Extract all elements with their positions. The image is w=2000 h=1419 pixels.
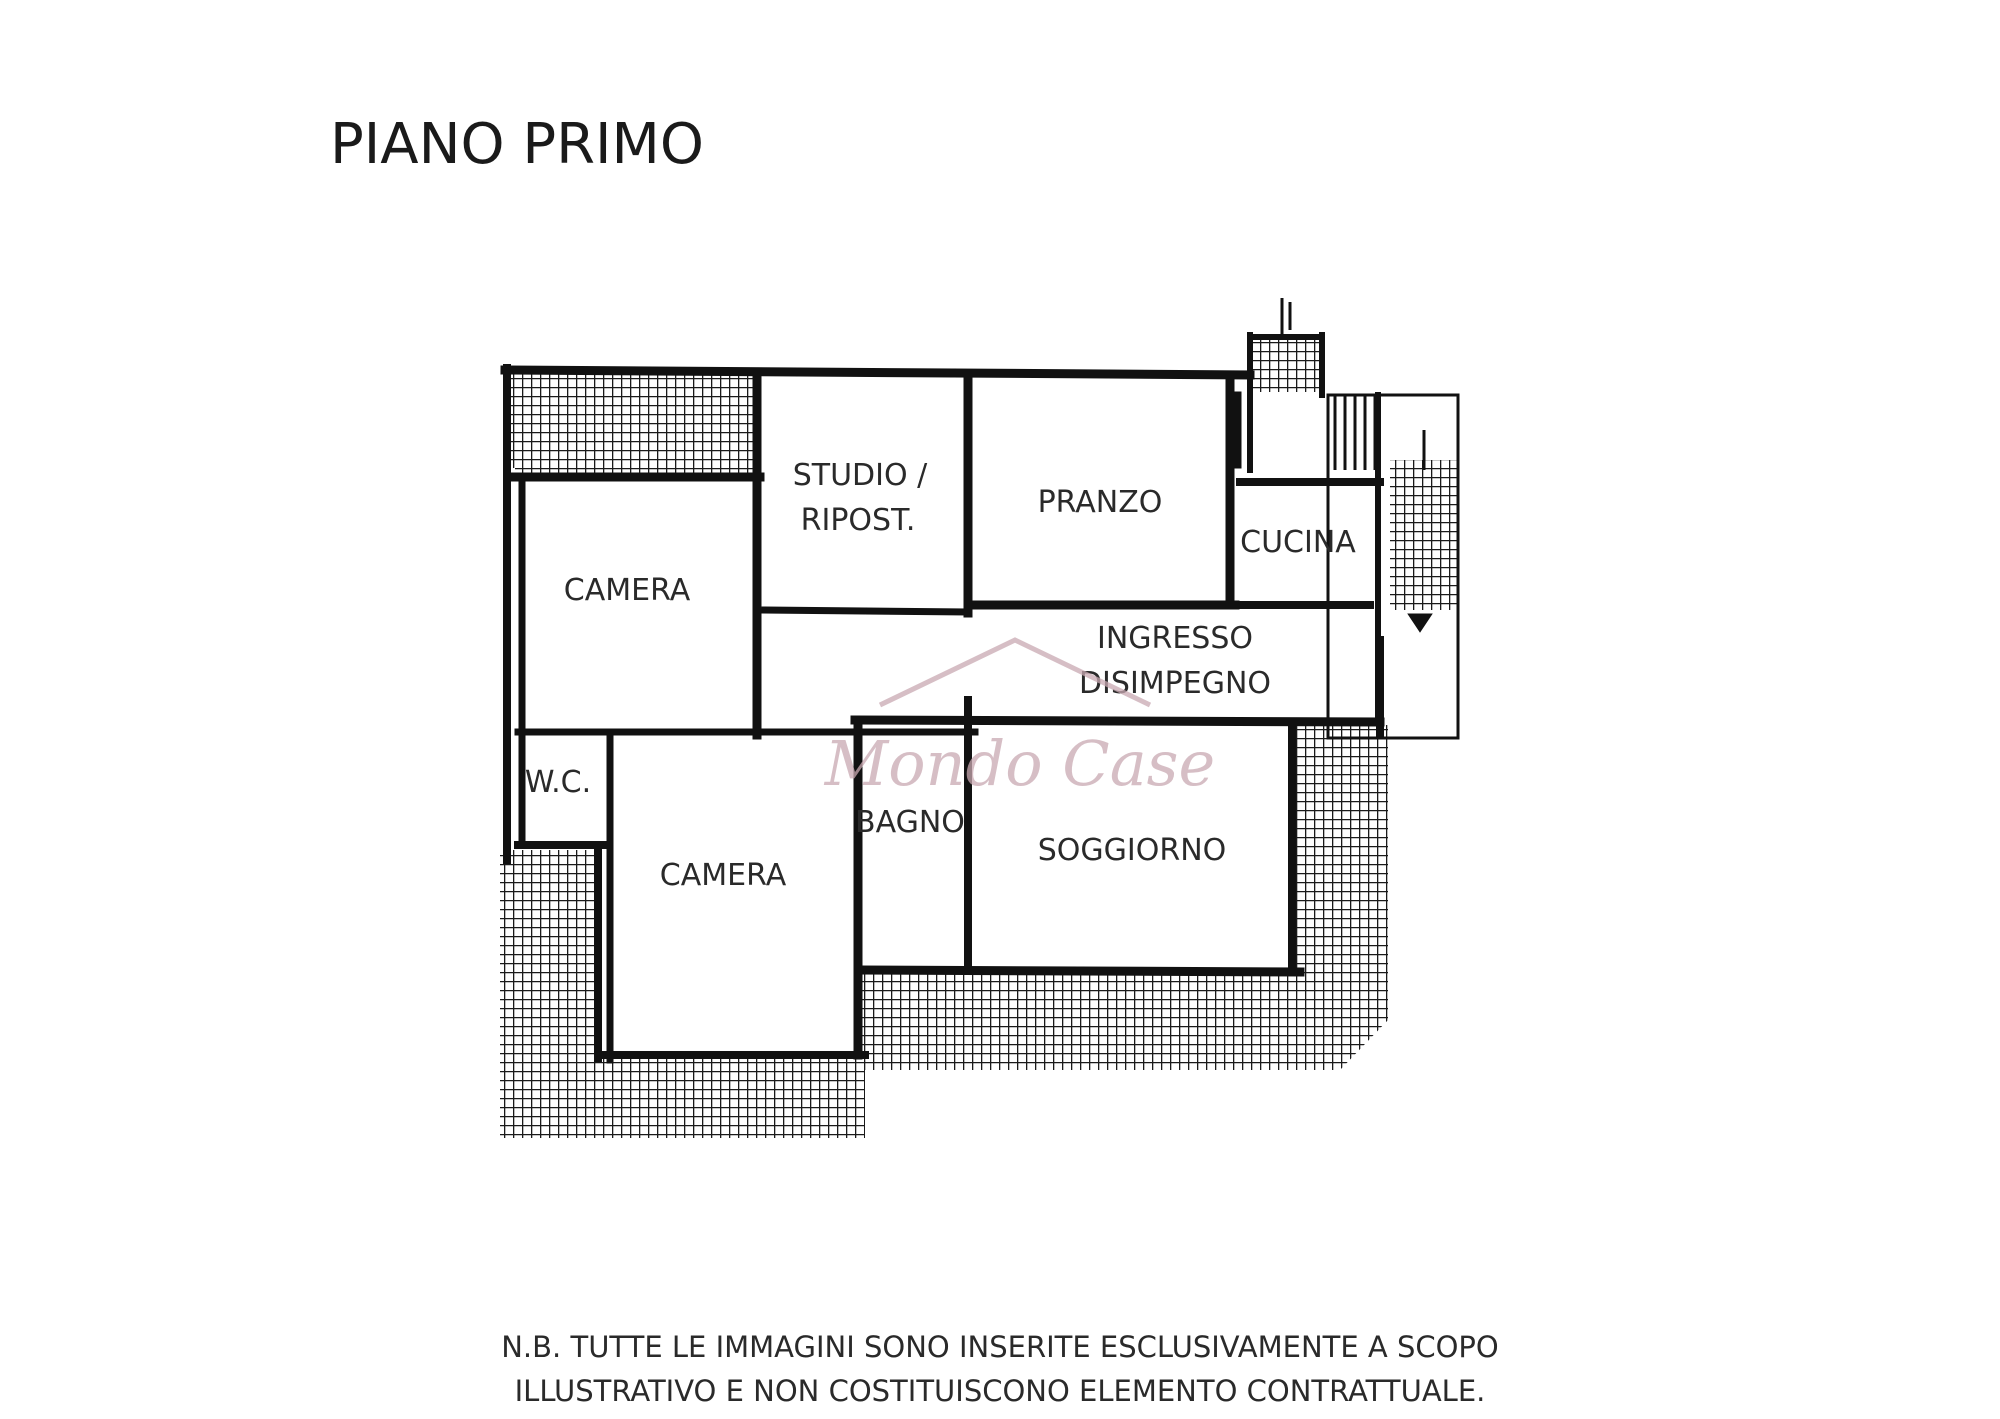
room-label-wc: W.C.	[525, 765, 591, 800]
disclaimer-line-1: N.B. TUTTE LE IMMAGINI SONO INSERITE ESC…	[501, 1330, 1499, 1364]
room-label-soggiorno: SOGGIORNO	[1038, 833, 1227, 868]
room-label-camera-bottom: CAMERA	[660, 858, 787, 893]
disclaimer-note: N.B. TUTTE LE IMMAGINI SONO INSERITE ESC…	[0, 1325, 2000, 1413]
watermark-logo: Mondo Case	[824, 637, 1215, 800]
room-label-bagno: BAGNO	[855, 805, 965, 840]
disclaimer-line-2: ILLUSTRATIVO E NON COSTITUISCONO ELEMENT…	[514, 1374, 1486, 1408]
room-label-pranzo: PRANZO	[1038, 485, 1163, 520]
room-labels: STUDIO / RIPOST. PRANZO CUCINA CAMERA IN…	[525, 458, 1356, 893]
room-label-studio: STUDIO /	[793, 458, 928, 493]
watermark-text: Mondo Case	[824, 727, 1215, 800]
walls	[500, 332, 1385, 1064]
room-label-cucina: CUCINA	[1240, 525, 1356, 560]
page-title: PIANO PRIMO	[330, 112, 704, 177]
room-label-ripost: RIPOST.	[801, 503, 916, 538]
terrace-hatching	[500, 337, 1458, 1138]
room-label-ingresso: INGRESSO	[1097, 621, 1253, 656]
external-stair	[1280, 298, 1460, 740]
room-label-camera-top: CAMERA	[564, 573, 691, 608]
